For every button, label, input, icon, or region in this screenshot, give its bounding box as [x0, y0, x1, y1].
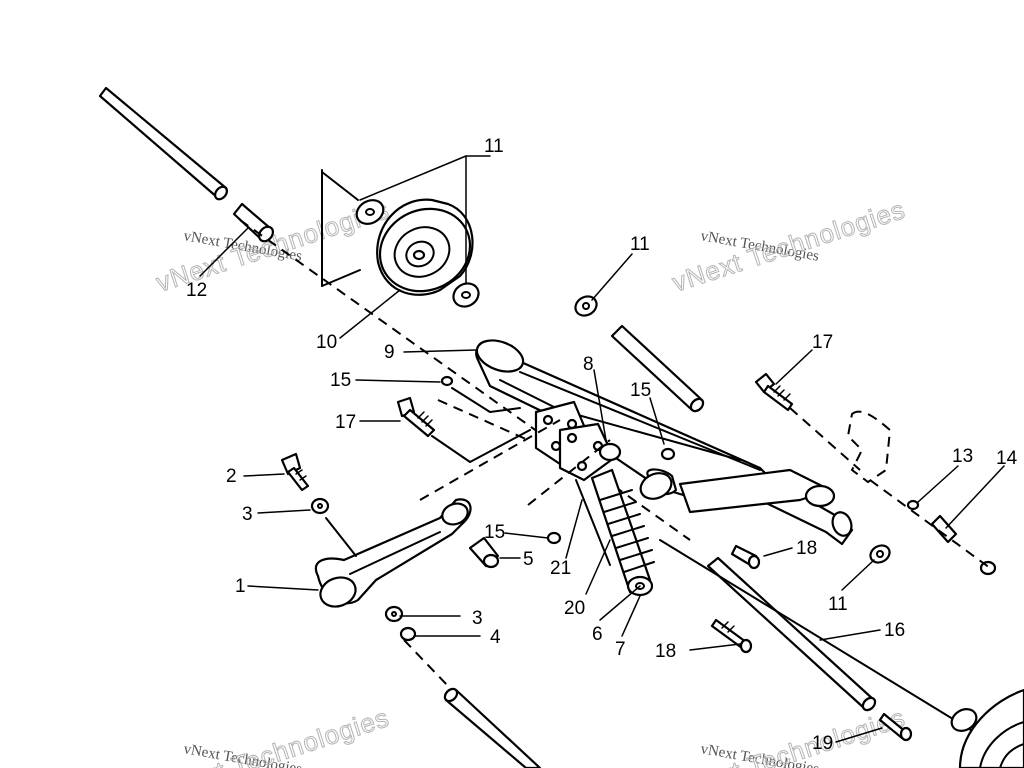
- callout-19: 19: [812, 733, 833, 754]
- callout-3-lower: 3: [472, 608, 483, 629]
- callout-12: 12: [186, 280, 207, 301]
- callout-15-lower: 15: [484, 522, 505, 543]
- watermark-bottom-left: vNext Technologies vNext Technologies: [152, 702, 393, 768]
- callout-4: 4: [490, 627, 501, 648]
- callout-3-upper: 3: [242, 504, 253, 525]
- callout-2: 2: [226, 466, 237, 487]
- washer-lower: [452, 282, 480, 308]
- callout-5: 5: [523, 549, 534, 570]
- idler-wheel: [376, 198, 474, 296]
- bracket-line: [321, 171, 359, 201]
- spacer-tube: [232, 202, 274, 243]
- callout-11-right: 11: [630, 234, 650, 255]
- callout-8: 8: [583, 354, 594, 375]
- pivot-leader: [325, 517, 357, 557]
- nut-small-middle: [660, 447, 676, 461]
- dashed-leader: [403, 639, 449, 687]
- callout-21: 21: [550, 558, 571, 579]
- callout-17-right: 17: [812, 332, 833, 353]
- bolt-left: [396, 396, 436, 438]
- dashed-leader: [789, 407, 861, 471]
- shock-mount-bracket: [534, 400, 622, 482]
- washer-upper-right: [574, 295, 598, 317]
- nut-small-lower: [546, 531, 562, 545]
- callout-15-middle: 15: [630, 380, 651, 401]
- callout-16: 16: [884, 620, 905, 641]
- callout-17-left: 17: [335, 412, 356, 433]
- watermark-large-text: vNext Technologies: [153, 702, 393, 768]
- nut-pivot: [399, 626, 417, 642]
- callout-11-lower: 11: [828, 594, 848, 615]
- pin-small: [906, 499, 920, 511]
- callout-leaders: [199, 155, 1005, 743]
- nut-small-top: [440, 375, 454, 387]
- callout-1: 1: [235, 576, 246, 597]
- callout-13: 13: [952, 446, 973, 467]
- callout-11-top: 11: [484, 136, 504, 157]
- callout-7: 7: [615, 639, 626, 660]
- callout-10: 10: [316, 332, 337, 353]
- axle-shaft-top: [98, 86, 229, 201]
- callout-14: 14: [996, 448, 1018, 469]
- bushing-small: [930, 514, 958, 544]
- washer-upper: [355, 199, 385, 225]
- dashed-leader: [869, 479, 991, 569]
- washer-pivot-upper: [310, 497, 330, 515]
- callout-18-lower: 18: [655, 641, 676, 662]
- watermark-bottom-right: vNext Technologies vNext Technologies: [668, 702, 909, 768]
- rocker-arm: [314, 498, 472, 608]
- callout-18-center: 18: [796, 538, 817, 559]
- leader-line: [451, 387, 521, 413]
- callout-numbers: 12 11 10 11 9 15 17 8 15 17 13 14 2 3 1 …: [186, 136, 1018, 754]
- callout-9: 9: [384, 342, 395, 363]
- bushing-rocker: [468, 536, 500, 569]
- bolt-lower: [710, 618, 753, 654]
- washer-right-lower: [869, 544, 891, 564]
- dashed-leader: [419, 419, 561, 501]
- dashed-bracket-outline: [846, 410, 892, 484]
- watermark-large-text: vNext Technologies: [669, 194, 909, 298]
- callout-20: 20: [564, 598, 585, 619]
- bracket-line: [321, 269, 361, 287]
- leader-line: [431, 429, 531, 463]
- bolt-pivot: [280, 452, 310, 492]
- dashed-leader: [527, 439, 611, 506]
- washer-pivot-lower: [384, 605, 404, 623]
- rail-shaft: [610, 324, 705, 413]
- bolt-center: [730, 544, 761, 570]
- shaft-lower-left: [443, 687, 542, 768]
- dashed-leader: [437, 399, 529, 441]
- shock-rod: [575, 479, 611, 566]
- callout-15-top: 15: [330, 370, 351, 391]
- idler-wheel-lower-partial: [950, 688, 1024, 768]
- callout-6: 6: [592, 624, 603, 645]
- bolt-right: [754, 372, 794, 412]
- bolt-bottom: [878, 712, 913, 742]
- watermark-top-right: vNext Technologies vNext Technologies: [668, 194, 909, 299]
- watermark-large-text: vNext Technologies: [669, 702, 909, 768]
